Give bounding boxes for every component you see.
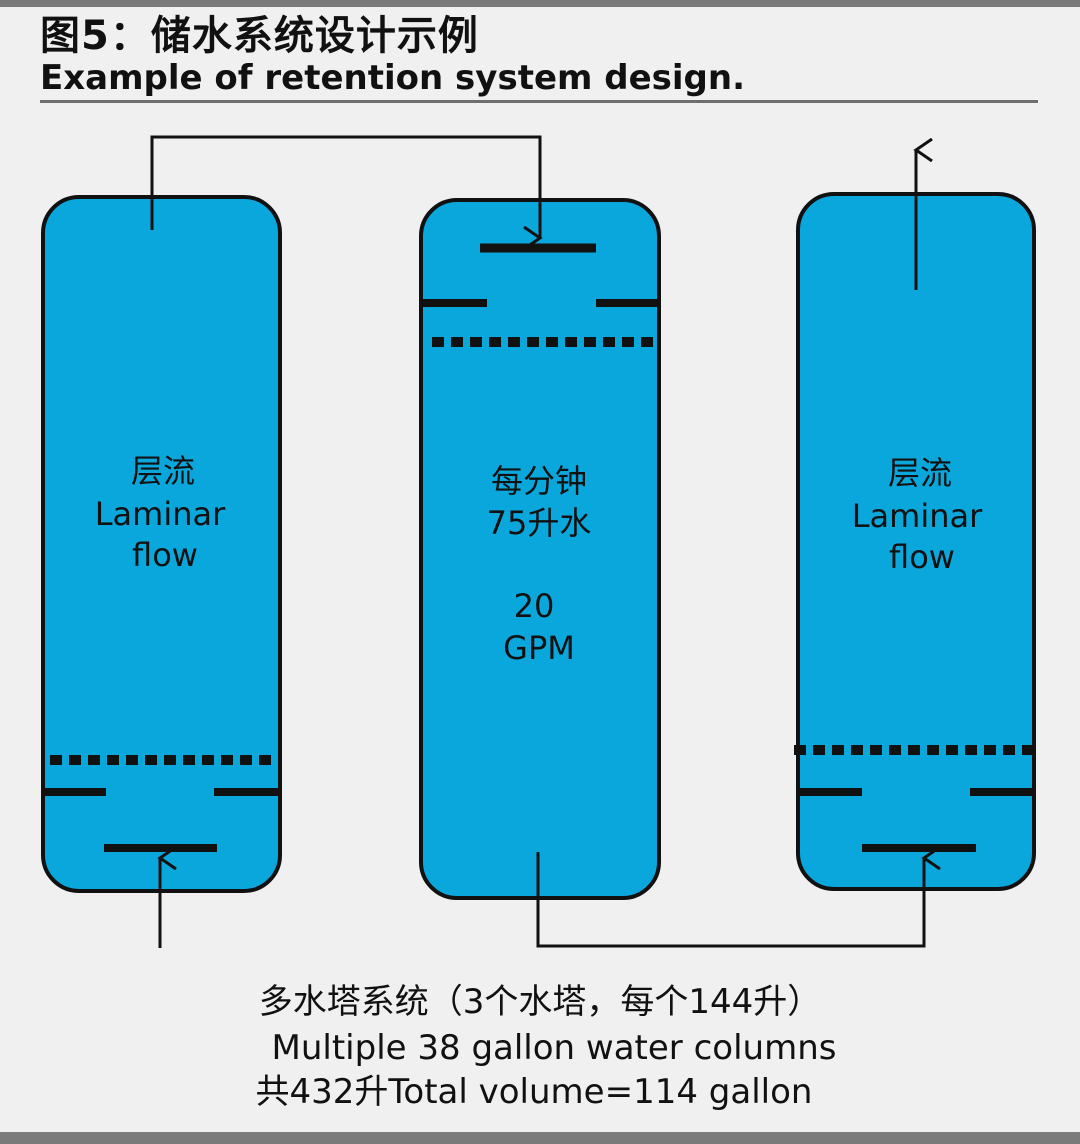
left-tank-label-cn: 层流	[131, 452, 195, 490]
transfer-pipe-left-to-middle	[150, 135, 540, 238]
right-tank-label-en-1: Laminar	[852, 497, 983, 535]
middle-tank-flow-unit: GPM	[503, 629, 575, 667]
middle-tank-flow-value: 20	[514, 587, 555, 625]
top-border	[0, 0, 1080, 7]
figure-title: 图5：储水系统设计示例	[40, 13, 479, 59]
footer-column-size: Multiple 38 gallon water columns	[271, 1028, 837, 1068]
middle-tank-flow-liters: 75升水	[487, 504, 592, 542]
title-divider	[40, 100, 1038, 103]
right-tank-label-en-2: flow	[889, 538, 955, 576]
footer-system-description: 多水塔系统（3个水塔，每个144升）	[258, 982, 822, 1022]
figure-subtitle: Example of retention system design.	[40, 58, 746, 98]
left-tank-label-en-2: flow	[132, 536, 198, 574]
transfer-pipe-middle-to-right	[536, 852, 924, 948]
left-tank-label-en-1: Laminar	[95, 495, 226, 533]
bottom-border	[0, 1132, 1080, 1144]
footer-total-volume: 共432升Total volume=114 gallon	[255, 1072, 813, 1112]
middle-tank-flow-cn: 每分钟	[491, 462, 587, 500]
right-tank-label-cn: 层流	[888, 454, 952, 492]
